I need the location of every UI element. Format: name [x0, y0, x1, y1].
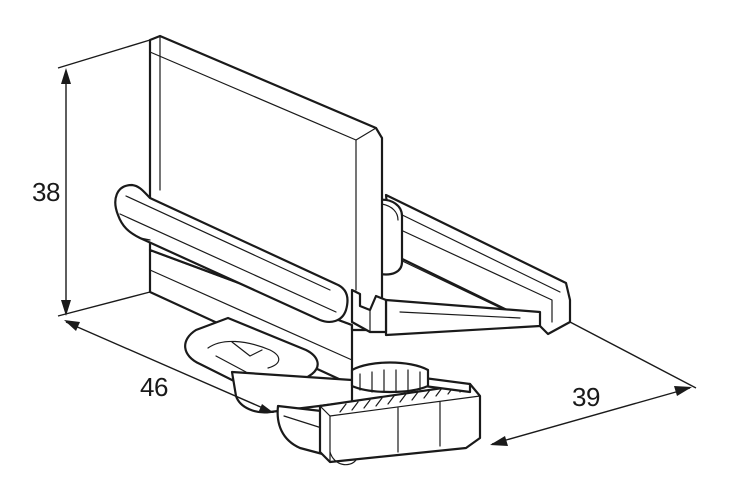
horizontal-rib: [114, 183, 349, 323]
width-dimension: 39: [490, 321, 697, 446]
slot-nut: [318, 376, 482, 466]
height-dimension: 38: [32, 39, 151, 317]
width-arrow-left: [490, 436, 508, 446]
height-arrow-bottom: [61, 300, 71, 316]
width-label: 39: [572, 382, 600, 412]
depth-arrow-right: [258, 404, 274, 413]
screw-collar: [350, 361, 430, 394]
width-arrow-right: [674, 386, 692, 396]
depth-arrow-left: [64, 320, 80, 331]
depth-dimension: 46: [64, 320, 274, 413]
height-label: 38: [32, 177, 60, 207]
right-rail-frame: [384, 193, 572, 337]
height-arrow-top: [61, 68, 71, 84]
t-foot: [350, 288, 388, 334]
clamp-part: [114, 34, 572, 466]
center-post: [376, 198, 404, 276]
depth-label: 46: [140, 372, 168, 402]
